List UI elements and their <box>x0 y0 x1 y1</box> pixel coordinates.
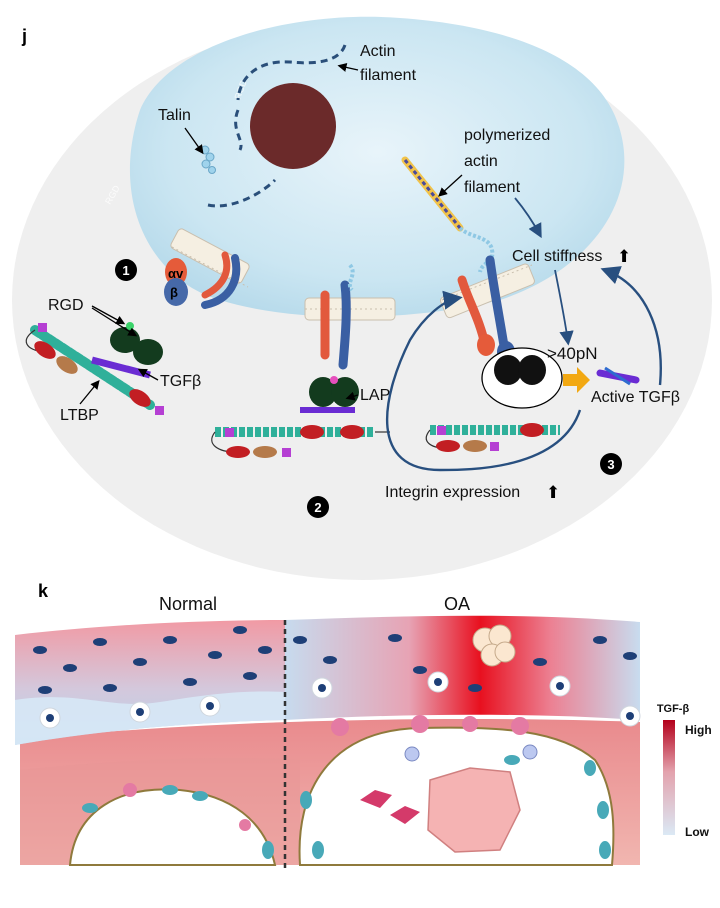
polymerized-pointer-arrow <box>438 174 463 197</box>
actin-filament-dashed-3 <box>207 178 277 208</box>
actin-filament-dashed-2 <box>234 109 243 151</box>
force-label: >40pN <box>547 344 598 363</box>
ltbp-label: LTBP <box>60 407 99 424</box>
normal-marrow-cavity <box>68 788 277 866</box>
legend-title: TGF-β <box>657 703 690 715</box>
integrin-expression-label: Integrin expression <box>385 484 520 501</box>
step-marker-2: 2 <box>307 496 329 518</box>
tgfb-legend-bar <box>663 720 675 835</box>
ltbp-complex-3 <box>425 347 563 452</box>
integrin-1: αv β <box>164 251 241 309</box>
legend-low-label: Low <box>685 825 710 839</box>
talin-pointer-arrow <box>184 127 204 155</box>
cell-stiffness-label: Cell stiffness <box>512 248 602 265</box>
tgfb-label: TGFβ <box>160 373 201 390</box>
actin-pointer-arrow <box>337 62 359 72</box>
integrin-expression-up-arrow: ⬆ <box>546 483 560 502</box>
bone-island <box>427 767 521 853</box>
cell-body <box>129 16 625 317</box>
active-tgfb-label: Active TGFβ <box>591 389 680 406</box>
step-marker-1: 1 <box>115 259 137 281</box>
normal-label: Normal <box>159 594 217 614</box>
step-2-number: 2 <box>314 500 321 515</box>
polymerized-label-line2: actin <box>464 153 498 170</box>
step-marker-3: 3 <box>600 453 622 475</box>
polymerized-actin-filament <box>401 156 495 273</box>
bone-surface-cells <box>82 715 611 859</box>
polymerized-label-line3: filament <box>464 179 521 196</box>
actin-filament-label-line1: Actin <box>360 43 396 60</box>
ltbp-pointer-arrow <box>79 379 100 405</box>
lap-pointer-arrow <box>345 391 359 401</box>
step-1-number: 1 <box>122 263 129 278</box>
tgfb-pointer-arrow <box>137 368 159 381</box>
rgd-pointer-arrow-1 <box>91 305 126 325</box>
cell-stiffness-up-arrow: ⬆ <box>617 247 631 266</box>
normal-chondrocytes <box>33 626 272 729</box>
polymerized-label-line1: polymerized <box>464 127 550 144</box>
active-tgfb-feedback-arrow <box>600 266 662 386</box>
stiffness-to-force-arrow <box>554 269 574 346</box>
panel-k-letter: k <box>38 581 49 601</box>
oa-cartilage <box>285 615 640 720</box>
actin-filament-dashed-1 <box>236 44 347 101</box>
panel-j-letter: j <box>21 26 27 46</box>
actin-to-stiffness-arrow <box>514 197 542 239</box>
legend-high-label: High <box>685 723 712 737</box>
lap-label: LAP <box>360 387 390 404</box>
oa-chondrocytes <box>293 624 641 727</box>
step-3-number: 3 <box>607 457 614 472</box>
actin-filament-label-line2: filament <box>360 67 417 84</box>
mesenchymal-cells <box>360 790 420 824</box>
panel-k: k Normal OA <box>15 581 712 868</box>
release-arrow <box>563 367 590 393</box>
panel-j: j RGD RGD Actin filament Ta <box>12 16 712 580</box>
alpha-subunit-label: αv <box>168 266 184 281</box>
integrin-expression-loop-arrow <box>385 290 582 472</box>
rgd-label: RGD <box>48 297 84 314</box>
rgd-pointer-arrow-2 <box>91 307 138 337</box>
integrin-2 <box>320 263 355 370</box>
talin-label: Talin <box>158 107 191 124</box>
nucleus <box>250 83 336 169</box>
oa-label: OA <box>444 594 470 614</box>
beta-subunit-label: β <box>170 285 178 300</box>
active-tgfb-molecule <box>596 366 640 386</box>
